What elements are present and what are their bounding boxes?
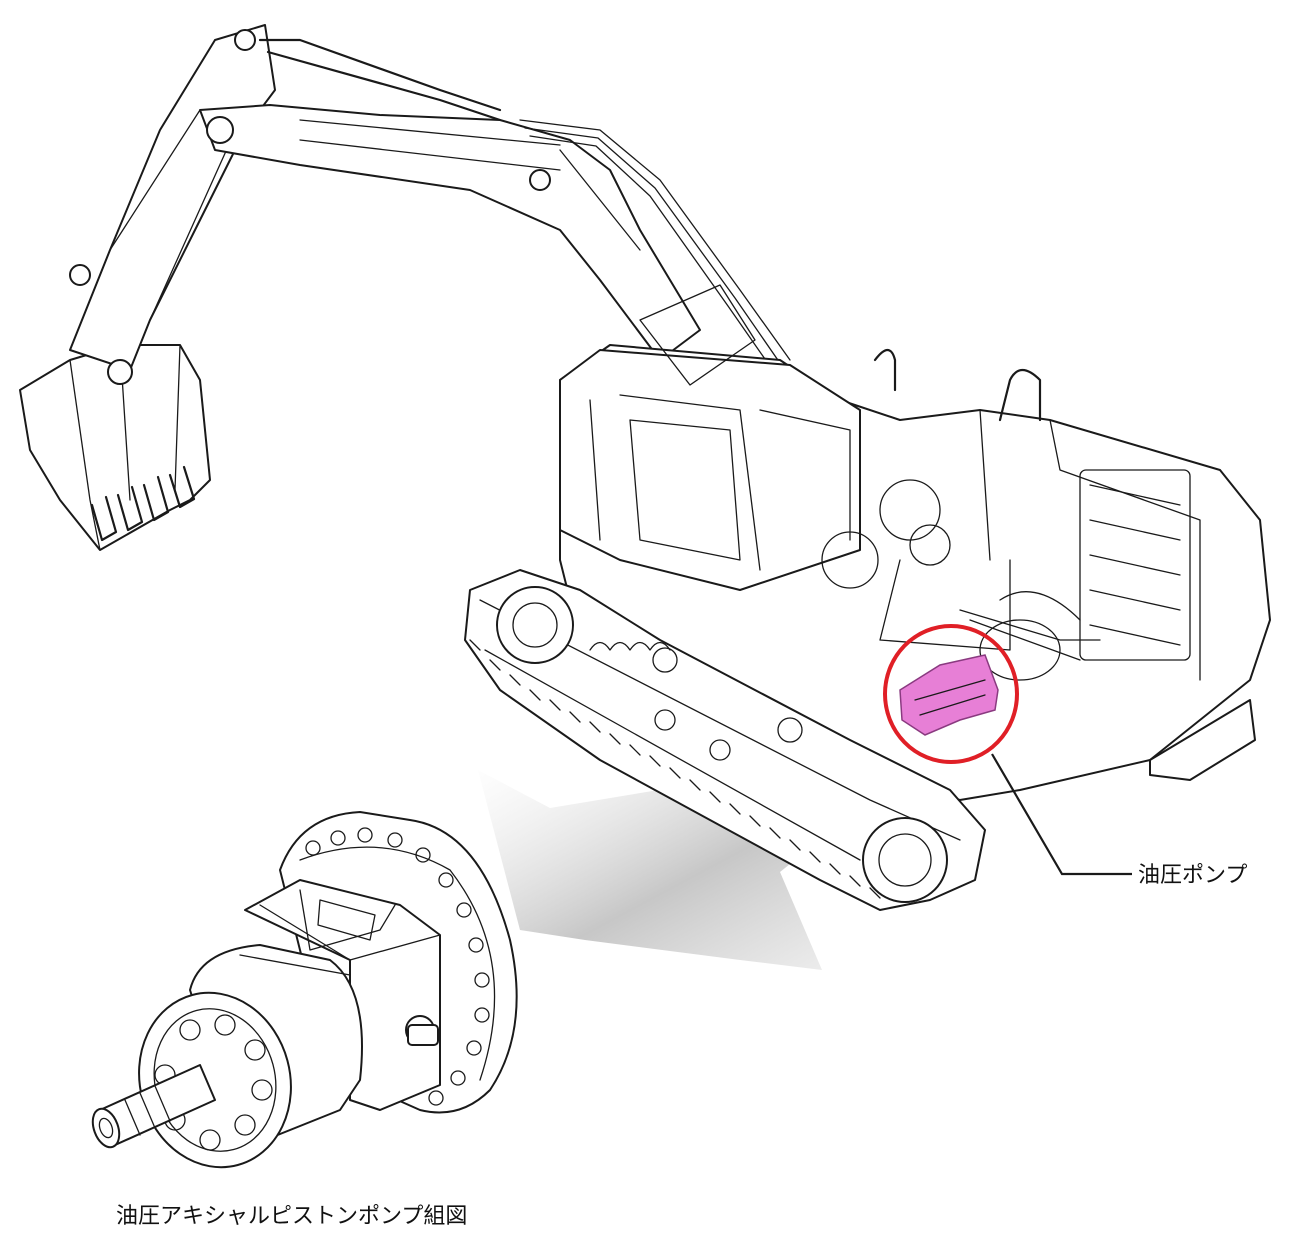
axial-piston-pump-icon — [91, 811, 518, 1169]
pump-highlight — [899, 654, 999, 736]
pump-highlight-circle — [883, 624, 1019, 764]
pump-callout-label: 油圧ポンプ — [1138, 863, 1248, 888]
figure-caption: 油圧アキシャルピストンポンプ組図 — [116, 1204, 468, 1229]
excavator-icon — [19, 24, 1271, 911]
pump-callout-line — [991, 753, 1132, 876]
